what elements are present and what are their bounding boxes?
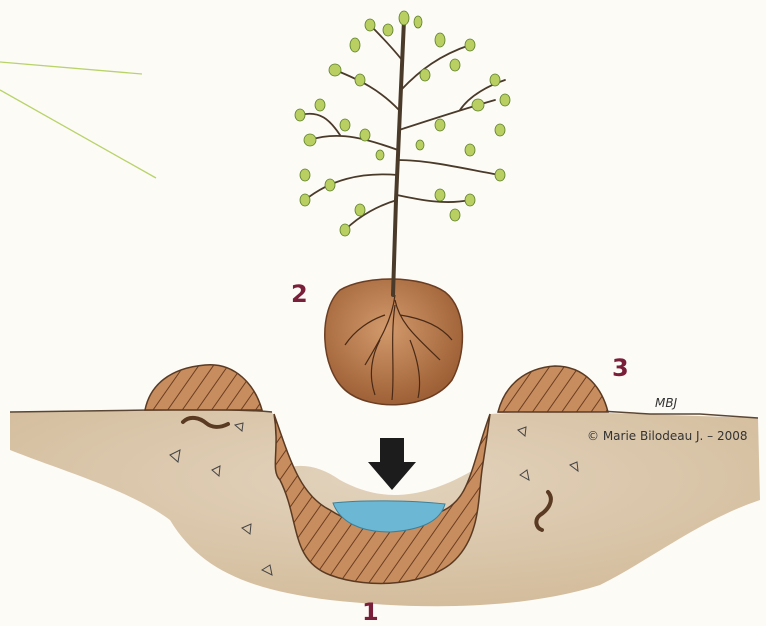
artist-initials: MBJ: [655, 396, 677, 410]
down-arrow-icon: [368, 438, 416, 490]
left-soil-mound: [145, 365, 262, 410]
sun-rays: [0, 62, 156, 178]
tree: [295, 11, 510, 295]
right-soil-mound: [498, 366, 608, 412]
step-number-2: 2: [291, 280, 308, 308]
copyright-notice: © Marie Bilodeau J. – 2008: [587, 429, 748, 443]
step-number-3: 3: [612, 354, 629, 382]
step-number-1: 1: [362, 598, 379, 626]
root-ball: [325, 279, 463, 405]
